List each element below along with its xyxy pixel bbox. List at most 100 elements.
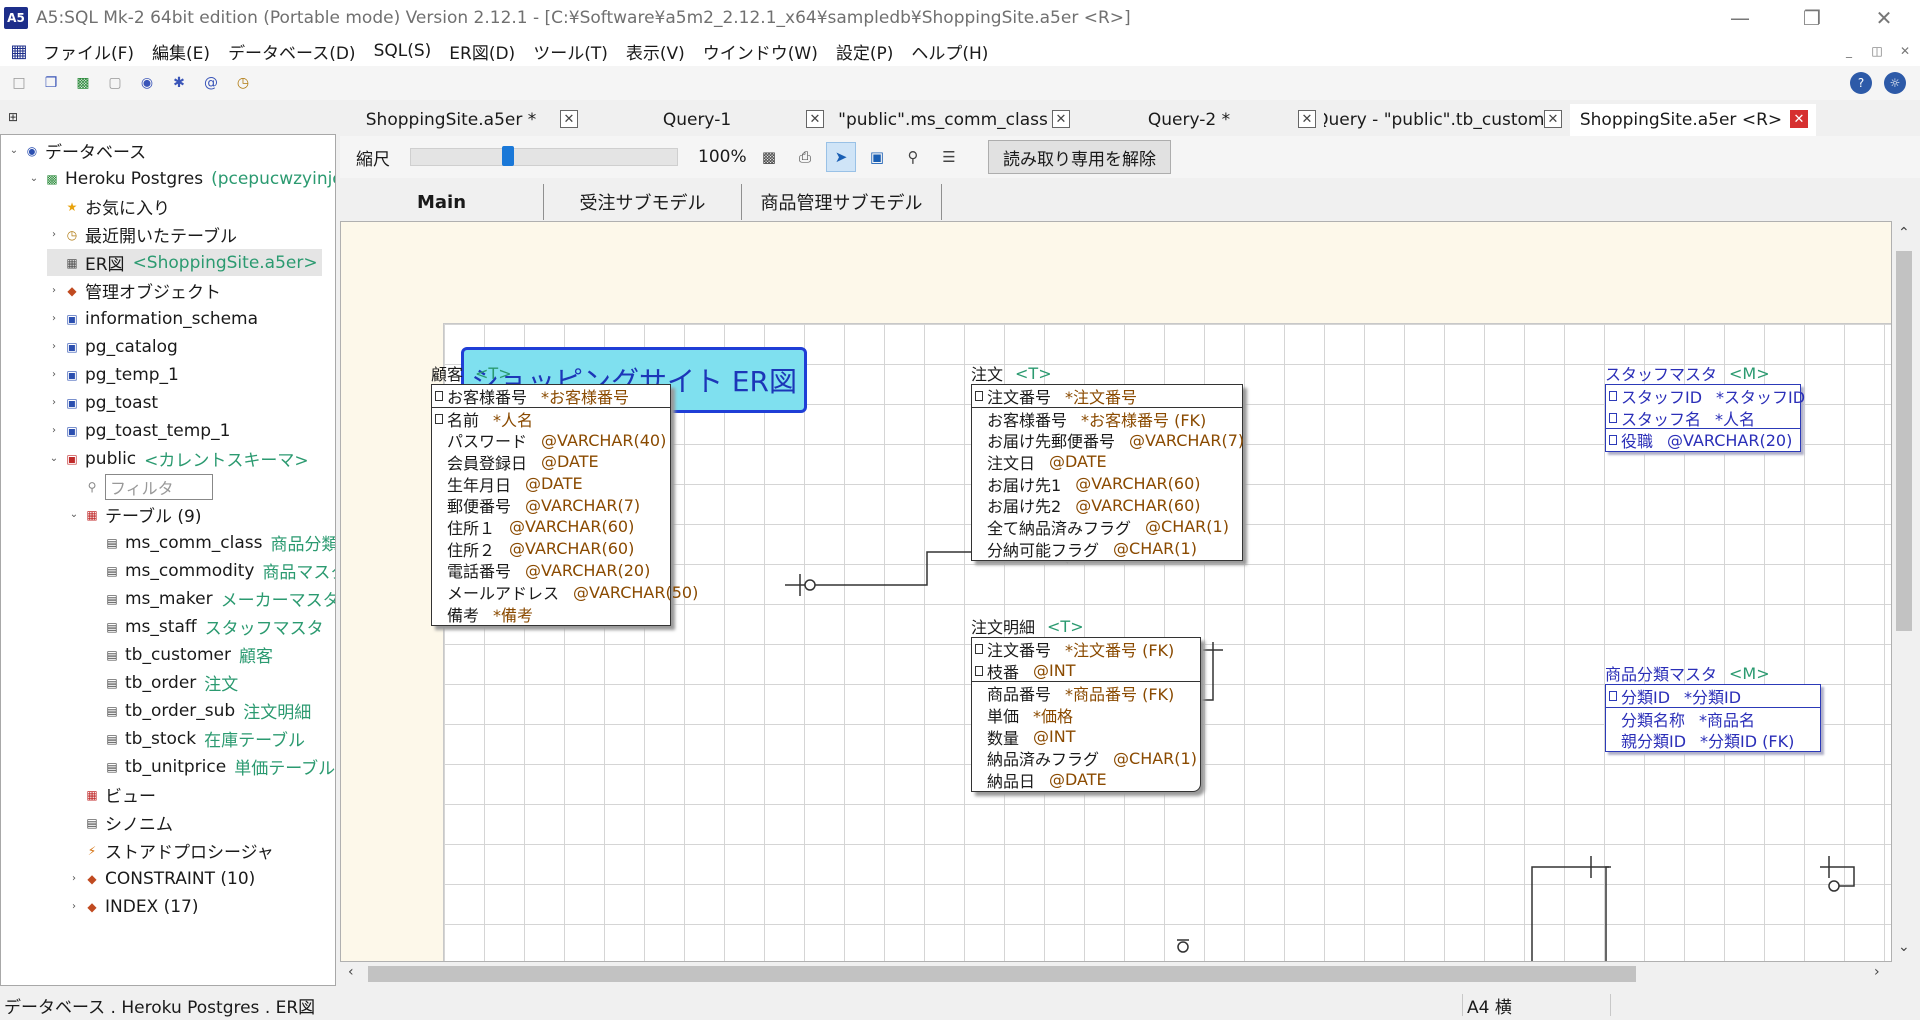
unlock-readonly-button[interactable]: 読み取り専用を解除: [988, 140, 1171, 174]
entity-comm-class[interactable]: 商品分類マスタ <M> 分類ID*分類ID 分類名称*商品名 親分類ID*分類I…: [1605, 662, 1821, 753]
scroll-down-icon[interactable]: ⌄: [1898, 939, 1910, 955]
tree-pin-icon[interactable]: ⊞: [8, 110, 19, 124]
tree-item-index[interactable]: › ◆ INDEX (17): [67, 893, 199, 920]
mdi-app-icon[interactable]: ▦: [10, 40, 28, 62]
mdi-close-button[interactable]: ✕: [1899, 44, 1911, 58]
expand-icon[interactable]: ›: [52, 229, 56, 240]
tab-query-customer[interactable]: Query - "public".tb_custome ✕: [1324, 104, 1570, 136]
tree-item-table[interactable]: ▤ tb_customer 顧客: [87, 641, 273, 668]
vertical-scroll-thumb[interactable]: [1896, 251, 1912, 631]
tree-item-view[interactable]: ▦ ビュー: [67, 781, 156, 808]
settings-icon[interactable]: ✱: [173, 75, 185, 91]
tab-order-submodel[interactable]: 受注サブモデル: [544, 184, 742, 220]
tab-shoppingsite-readonly[interactable]: ShoppingSite.a5er <R> ✕: [1570, 104, 1816, 136]
open-file-icon[interactable]: ❐: [44, 75, 58, 91]
expand-icon[interactable]: ›: [52, 397, 56, 408]
tree-item-table[interactable]: ▤ tb_order 注文: [87, 669, 238, 696]
tree-item-connection[interactable]: ⌄ ▩ Heroku Postgres (pcepucwzyinjev: [27, 165, 335, 192]
copy-icon[interactable]: ▢: [108, 75, 122, 91]
preview-icon[interactable]: ⚲: [907, 148, 919, 166]
entity-customer[interactable]: 顧客 <T> お客様番号*お客様番号 名前*人名 パスワード@VARCHAR(4…: [431, 362, 698, 626]
help-icon[interactable]: ?: [1850, 72, 1872, 94]
scroll-up-icon[interactable]: ⌃: [1898, 225, 1910, 241]
entity-order-sub[interactable]: 注文明細 <T> 注文番号*注文番号 (FK) 枝番@INT 商品番号*商品番号…: [971, 615, 1201, 792]
expand-icon[interactable]: ›: [52, 341, 56, 352]
tree-item-table[interactable]: ▤ ms_commodity 商品マスタ: [87, 557, 335, 584]
tree-item-synonym[interactable]: ▤ シノニム: [67, 809, 173, 836]
menu-database[interactable]: データベース(D): [228, 43, 356, 64]
tree-item-schema[interactable]: › ▣ pg_temp_1: [47, 361, 179, 388]
tab-close-icon[interactable]: ✕: [1790, 110, 1808, 128]
at-icon[interactable]: @: [204, 75, 218, 91]
scroll-left-icon[interactable]: ‹: [348, 964, 354, 980]
globe-icon[interactable]: ☼: [1884, 72, 1906, 94]
menu-er[interactable]: ER図(D): [449, 43, 516, 64]
tree-item-schema[interactable]: › ▣ pg_toast: [47, 389, 158, 416]
collapse-icon[interactable]: ⌄: [69, 509, 79, 520]
tree-item-schema[interactable]: › ▣ pg_toast_temp_1: [47, 417, 230, 444]
tree-item-schema[interactable]: › ▣ information_schema: [47, 305, 258, 332]
expand-icon[interactable]: ›: [52, 313, 56, 324]
mdi-restore-button[interactable]: ◫: [1871, 44, 1883, 58]
tree-item-table[interactable]: ▤ ms_maker メーカーマスタ: [87, 585, 335, 612]
tab-query-1[interactable]: Query-1 ✕: [586, 104, 832, 136]
tab-query-2[interactable]: Query-2 * ✕: [1078, 104, 1324, 136]
tree-item-table[interactable]: ▤ ms_comm_class 商品分類: [87, 529, 335, 556]
tab-main[interactable]: Main: [340, 184, 544, 220]
entity-staff[interactable]: スタッフマスタ <M> スタッフID*スタッフID スタッフ名*人名 役職@VA…: [1605, 362, 1805, 453]
horizontal-scrollbar[interactable]: ‹ ›: [340, 962, 1892, 986]
tree-item-database[interactable]: ⌄ ◉ データベース: [7, 137, 146, 164]
tree-item-stored-proc[interactable]: ⚡ ストアドプロシージャ: [67, 837, 274, 864]
tree-item-recent[interactable]: › ◷ 最近開いたテーブル: [47, 221, 237, 248]
tab-ms-comm-class[interactable]: "public".ms_comm_class ✕: [832, 104, 1078, 136]
menu-view[interactable]: 表示(V): [625, 43, 685, 64]
menu-sql[interactable]: SQL(S): [373, 41, 432, 61]
tab-product-submodel[interactable]: 商品管理サブモデル: [742, 184, 942, 220]
save-icon[interactable]: ▩: [761, 148, 777, 166]
tab-shoppingsite-edit[interactable]: ShoppingSite.a5er * ✕: [340, 104, 586, 136]
new-file-icon[interactable]: □: [12, 75, 26, 91]
close-button[interactable]: ✕: [1875, 6, 1893, 30]
document-icon[interactable]: ☰: [942, 148, 956, 166]
menu-file[interactable]: ファイル(F): [43, 43, 135, 64]
collapse-icon[interactable]: ⌄: [49, 453, 59, 464]
expand-icon[interactable]: ›: [52, 425, 56, 436]
tree-item-tables[interactable]: ⌄ ▦ テーブル (9): [67, 501, 202, 528]
tab-close-icon[interactable]: ✕: [1052, 110, 1070, 128]
tab-close-icon[interactable]: ✕: [806, 110, 824, 128]
entity-order[interactable]: 注文 <T> 注文番号*注文番号 お客様番号*お客様番号 (FK) お届け先郵便…: [971, 362, 1244, 561]
zoom-slider[interactable]: [410, 144, 678, 170]
tab-close-icon[interactable]: ✕: [1544, 110, 1562, 128]
pointer-icon[interactable]: ➤: [826, 142, 856, 172]
scroll-right-icon[interactable]: ›: [1874, 964, 1880, 980]
tree-item-public[interactable]: ⌄ ▣ public <カレントスキーマ>: [47, 445, 309, 472]
tab-close-icon[interactable]: ✕: [1298, 110, 1316, 128]
menu-window[interactable]: ウインドウ(W): [702, 43, 818, 64]
print-icon[interactable]: ⎙: [798, 148, 811, 166]
select-area-icon[interactable]: ▣: [869, 148, 885, 166]
expand-icon[interactable]: ›: [52, 369, 56, 380]
expand-icon[interactable]: ›: [52, 285, 56, 296]
slider-thumb[interactable]: [502, 146, 514, 166]
tree-item-table[interactable]: ▤ tb_stock 在庫テーブル: [87, 725, 305, 752]
tree-item-table[interactable]: ▤ ms_staff スタッフマスタ: [87, 613, 323, 640]
restore-button[interactable]: ❐: [1803, 6, 1821, 30]
er-canvas[interactable]: ショッピングサイト ER図: [340, 221, 1892, 962]
menu-edit[interactable]: 編集(E): [152, 43, 211, 64]
menu-help[interactable]: ヘルプ(H): [911, 43, 989, 64]
menu-tools[interactable]: ツール(T): [533, 43, 608, 64]
menu-settings[interactable]: 設定(P): [835, 43, 894, 64]
expand-icon[interactable]: ›: [72, 873, 76, 884]
filter-input[interactable]: フィルタ: [105, 473, 213, 500]
collapse-icon[interactable]: ⌄: [29, 173, 39, 184]
database-icon[interactable]: ◉: [140, 75, 154, 91]
save-icon[interactable]: ▩: [76, 75, 90, 91]
tree-item-table[interactable]: ▤ tb_unitprice 単価テーブル: [87, 753, 335, 780]
tree-item-admin[interactable]: › ◆ 管理オブジェクト: [47, 277, 221, 304]
tree-item-table[interactable]: ▤ tb_order_sub 注文明細: [87, 697, 311, 724]
mdi-minimize-button[interactable]: _: [1846, 44, 1852, 58]
collapse-icon[interactable]: ⌄: [9, 145, 19, 156]
tree-item-constraint[interactable]: › ◆ CONSTRAINT (10): [67, 865, 255, 892]
tab-close-icon[interactable]: ✕: [560, 110, 578, 128]
clock-icon[interactable]: ◷: [236, 75, 250, 91]
